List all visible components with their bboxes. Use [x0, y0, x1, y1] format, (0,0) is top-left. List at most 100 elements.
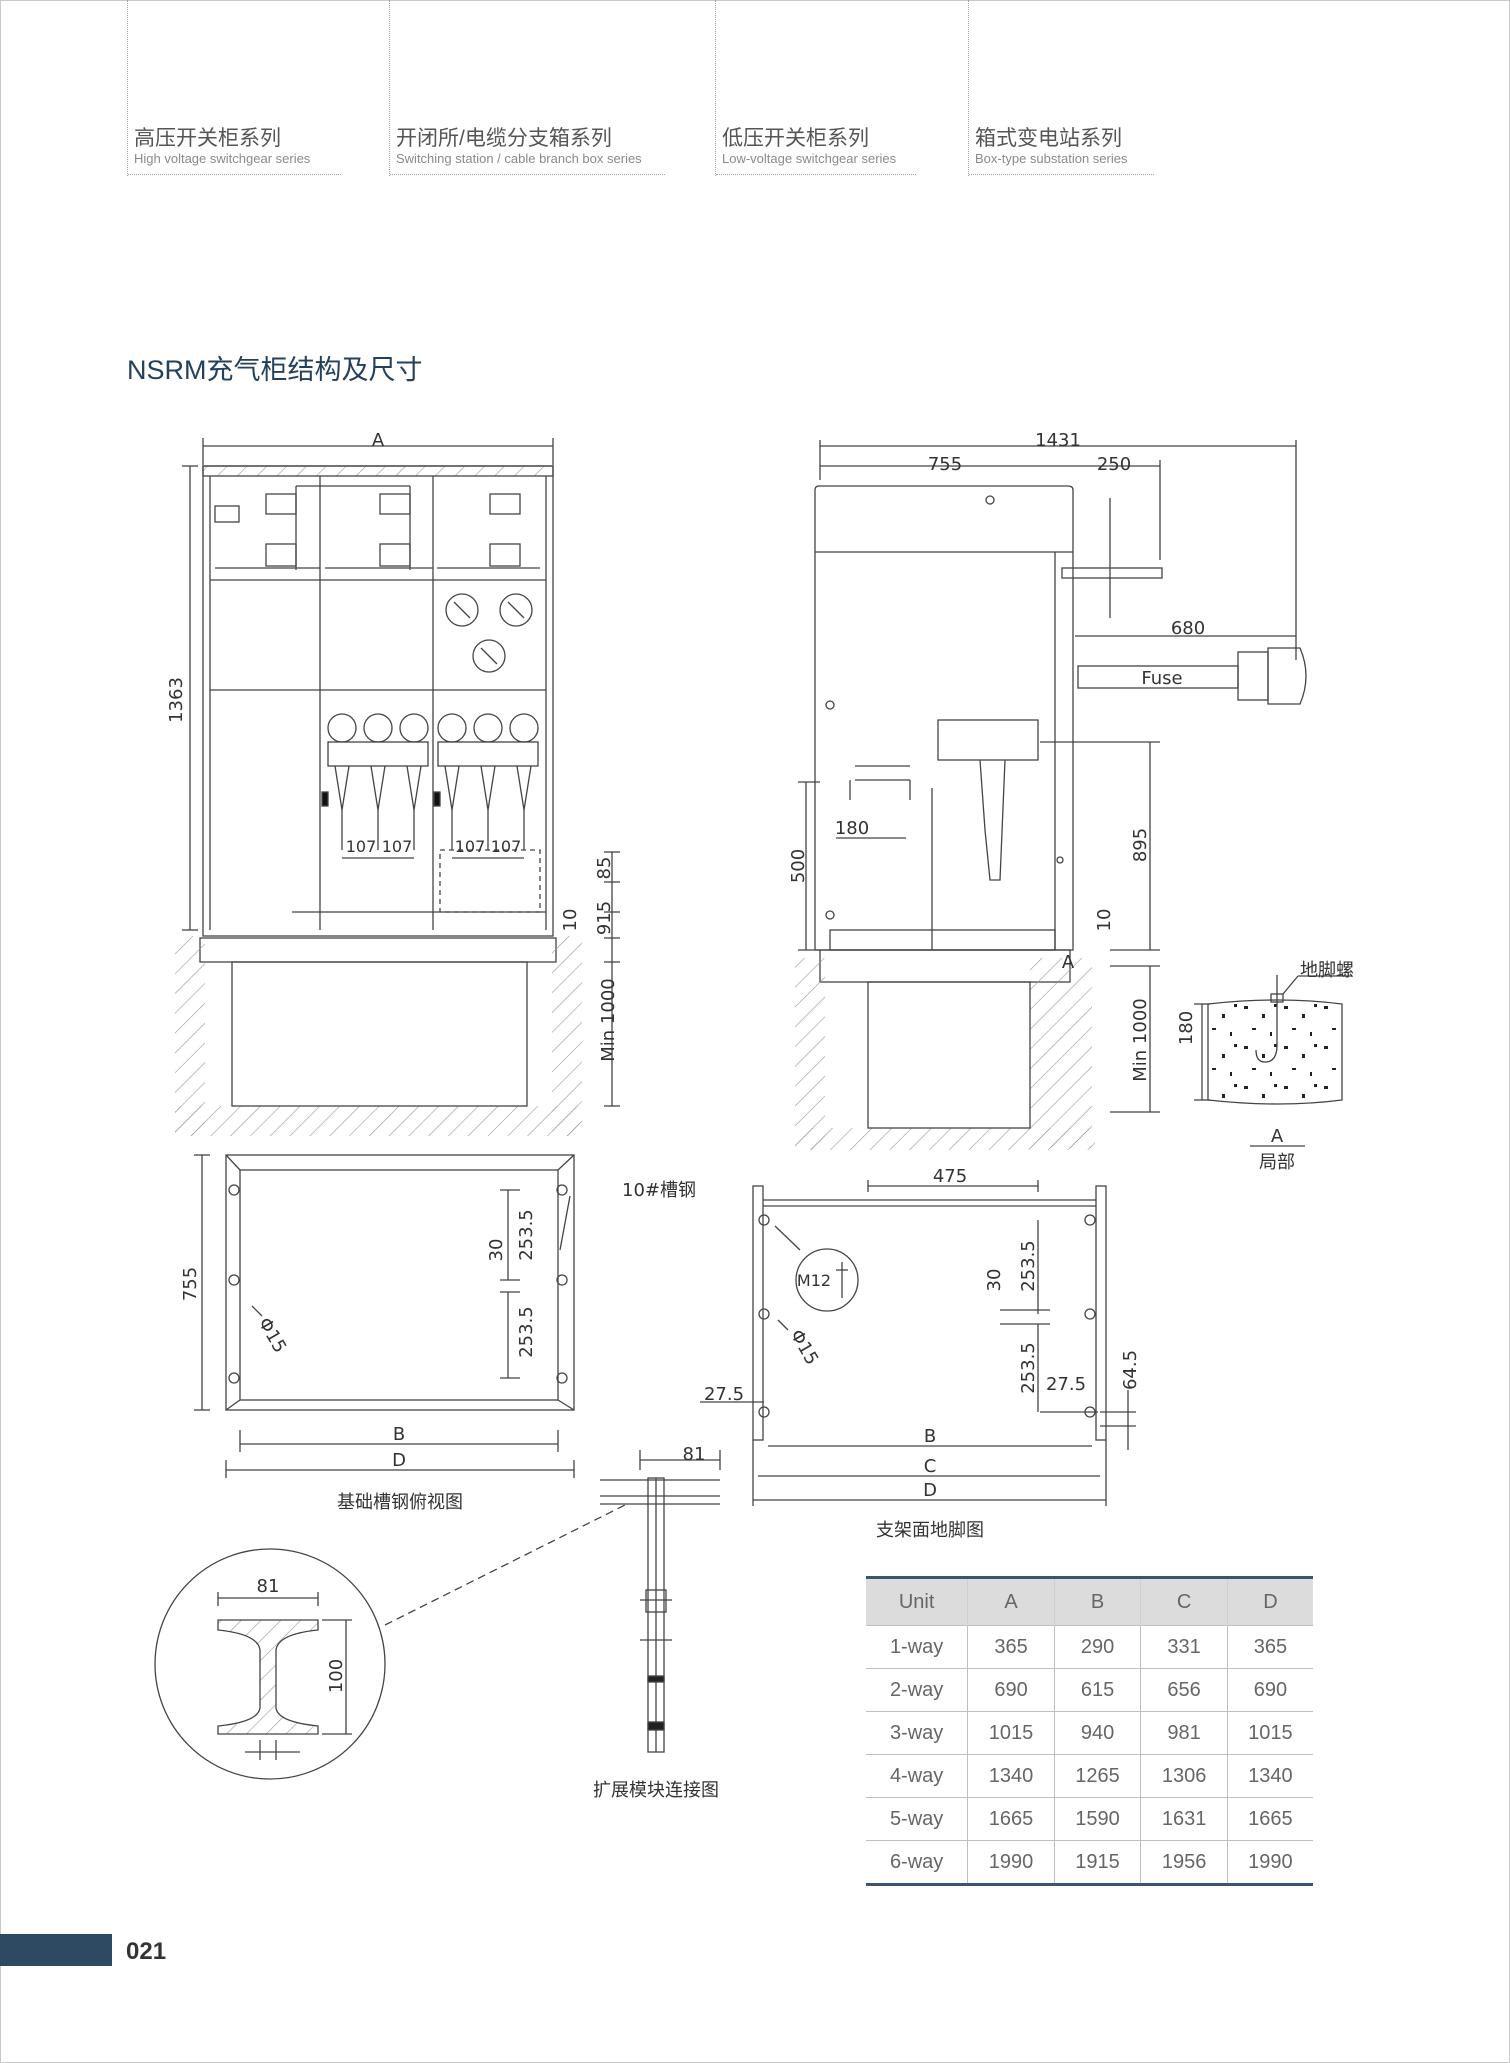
table-cell: 1590: [1053, 1797, 1141, 1841]
table-cell: 4-way: [866, 1754, 968, 1798]
table-cell: 1915: [1053, 1840, 1141, 1885]
page-badge: [0, 1934, 112, 1966]
dim-85-label: 85: [594, 857, 615, 880]
detail-a-view: [1194, 975, 1352, 1147]
fuse-ext-label: 680: [1171, 618, 1205, 639]
table-header-cell: Unit: [866, 1577, 968, 1626]
table-cell: 1015: [967, 1711, 1055, 1755]
side-total-label: 1431: [1035, 430, 1081, 451]
page-title: NSRM充气柜结构及尺寸: [127, 355, 423, 385]
table-header-cell: C: [1140, 1577, 1228, 1626]
bolt-m12-label: M12: [797, 1271, 831, 1290]
table-cell: 615: [1053, 1668, 1141, 1712]
table-cell: 1956: [1140, 1840, 1228, 1885]
table-cell: 1306: [1140, 1754, 1228, 1798]
table-header-cell: B: [1053, 1577, 1141, 1626]
dimension-table: Unit A B C D 1-way 365 290 331 365 2-way…: [866, 1576, 1313, 1886]
support-hole-dia-label: Φ15: [786, 1326, 823, 1369]
base-dim-253-top: 253.5: [516, 1209, 537, 1261]
front-trench-depth-label: Min 1000: [598, 978, 619, 1061]
side-trench-depth-label: Min 1000: [1130, 998, 1151, 1081]
table-row: 5-way 1665 1590 1631 1665: [866, 1797, 1313, 1841]
support-dim-475-label: 475: [933, 1166, 967, 1187]
table-row: 1-way 365 290 331 365: [866, 1625, 1313, 1669]
nav-underline: [969, 174, 1154, 175]
table-cell: 290: [1053, 1625, 1141, 1669]
fuse-spacing-label: 107: [382, 837, 413, 856]
nav-item-label-zh: 高压开关柜系列: [134, 127, 281, 150]
table-cell: 1015: [1226, 1711, 1313, 1755]
nav-underline: [716, 174, 916, 175]
nav-item-label-en: Low-voltage switchgear series: [722, 151, 897, 166]
side-depth-label: 755: [928, 454, 962, 475]
table-cell: 1340: [1226, 1754, 1313, 1798]
support-dim-27-right: 27.5: [1046, 1374, 1086, 1395]
table-cell: 1631: [1140, 1797, 1228, 1841]
page-number: 021: [126, 1938, 167, 1965]
base-label-d: D: [392, 1450, 406, 1471]
nav-item-label-zh: 箱式变电站系列: [975, 127, 1122, 150]
nav-item-high-voltage[interactable]: 高压开关柜系列 High voltage switchgear series: [127, 0, 341, 176]
side-view: [795, 440, 1307, 1150]
table-cell: 690: [1226, 1668, 1313, 1712]
dim-500-label: 500: [788, 849, 809, 883]
support-view-caption: 支架面地脚图: [876, 1520, 984, 1541]
base-channel-view: [194, 1154, 575, 1478]
extension-connection-view: [600, 1450, 721, 1753]
support-dim-253-top: 253.5: [1018, 1240, 1039, 1292]
detail-caption: 局部: [1259, 1152, 1295, 1173]
table-cell: 656: [1140, 1668, 1228, 1712]
table-row: 2-way 690 615 656 690: [866, 1668, 1313, 1712]
dim-895-label: 895: [1130, 828, 1151, 862]
support-label-b: B: [924, 1426, 936, 1447]
nav-underline: [128, 174, 341, 175]
ibeam-width-label: 81: [257, 1576, 280, 1597]
base-depth-label: 755: [180, 1267, 201, 1301]
fuse-spacing-label: 107: [491, 837, 522, 856]
nav-underline: [390, 174, 665, 175]
base-hole-dia-label: Φ15: [254, 1314, 291, 1357]
table-row: 4-way 1340 1265 1306 1340: [866, 1754, 1313, 1798]
table-cell: 6-way: [866, 1840, 968, 1885]
nav-item-box-substation[interactable]: 箱式变电站系列 Box-type substation series: [968, 0, 1154, 176]
support-label-d: D: [923, 1480, 937, 1501]
section-mark-a: A: [1062, 952, 1075, 973]
base-view-caption: 基础槽钢俯视图: [337, 1492, 463, 1513]
support-dim-27-left: 27.5: [704, 1384, 744, 1405]
front-view: [175, 438, 620, 1136]
nav-item-label-zh: 低压开关柜系列: [722, 127, 869, 150]
table-cell: 1665: [1226, 1797, 1313, 1841]
table-cell: 981: [1140, 1711, 1228, 1755]
detail-dim-180-label: 180: [1176, 1011, 1197, 1045]
support-label-c: C: [924, 1456, 937, 1477]
fuse-label: Fuse: [1141, 668, 1182, 689]
nav-item-switching-station[interactable]: 开闭所/电缆分支箱系列 Switching station / cable br…: [389, 0, 665, 176]
table-cell: 1990: [967, 1840, 1055, 1885]
nav-item-label-en: Switching station / cable branch box ser…: [396, 151, 642, 166]
handle-dim-label: 250: [1097, 454, 1131, 475]
side-dim-10-label: 10: [1094, 909, 1115, 932]
table-row: 3-way 1015 940 981 1015: [866, 1711, 1313, 1755]
ibeam-detail: [154, 1504, 626, 1780]
fuse-spacing-label: 107: [346, 837, 377, 856]
nav-item-label-en: Box-type substation series: [975, 151, 1128, 166]
table-header-row: Unit A B C D: [866, 1577, 1313, 1626]
table-cell: 1665: [967, 1797, 1055, 1841]
table-cell: 1340: [967, 1754, 1055, 1798]
front-height-label: 1363: [166, 677, 187, 723]
mount-hole: [758, 1214, 1096, 1418]
extension-caption: 扩展模块连接图: [593, 1780, 719, 1801]
support-footprint-view: [700, 1180, 1136, 1506]
table-cell: 690: [967, 1668, 1055, 1712]
support-dim-30-label: 30: [984, 1269, 1005, 1292]
nav-item-label-zh: 开闭所/电缆分支箱系列: [396, 127, 612, 150]
mount-hole: [228, 1184, 568, 1384]
nav-item-low-voltage[interactable]: 低压开关柜系列 Low-voltage switchgear series: [715, 0, 916, 176]
category-nav: 高压开关柜系列 High voltage switchgear series 开…: [0, 0, 1510, 190]
front-width-label: A: [372, 430, 385, 451]
channel-steel-label: 10#槽钢: [622, 1180, 696, 1201]
dim-10-label: 10: [560, 909, 581, 932]
extension-dim-81-label: 81: [683, 1444, 706, 1465]
dim-180-label: 180: [835, 818, 869, 839]
